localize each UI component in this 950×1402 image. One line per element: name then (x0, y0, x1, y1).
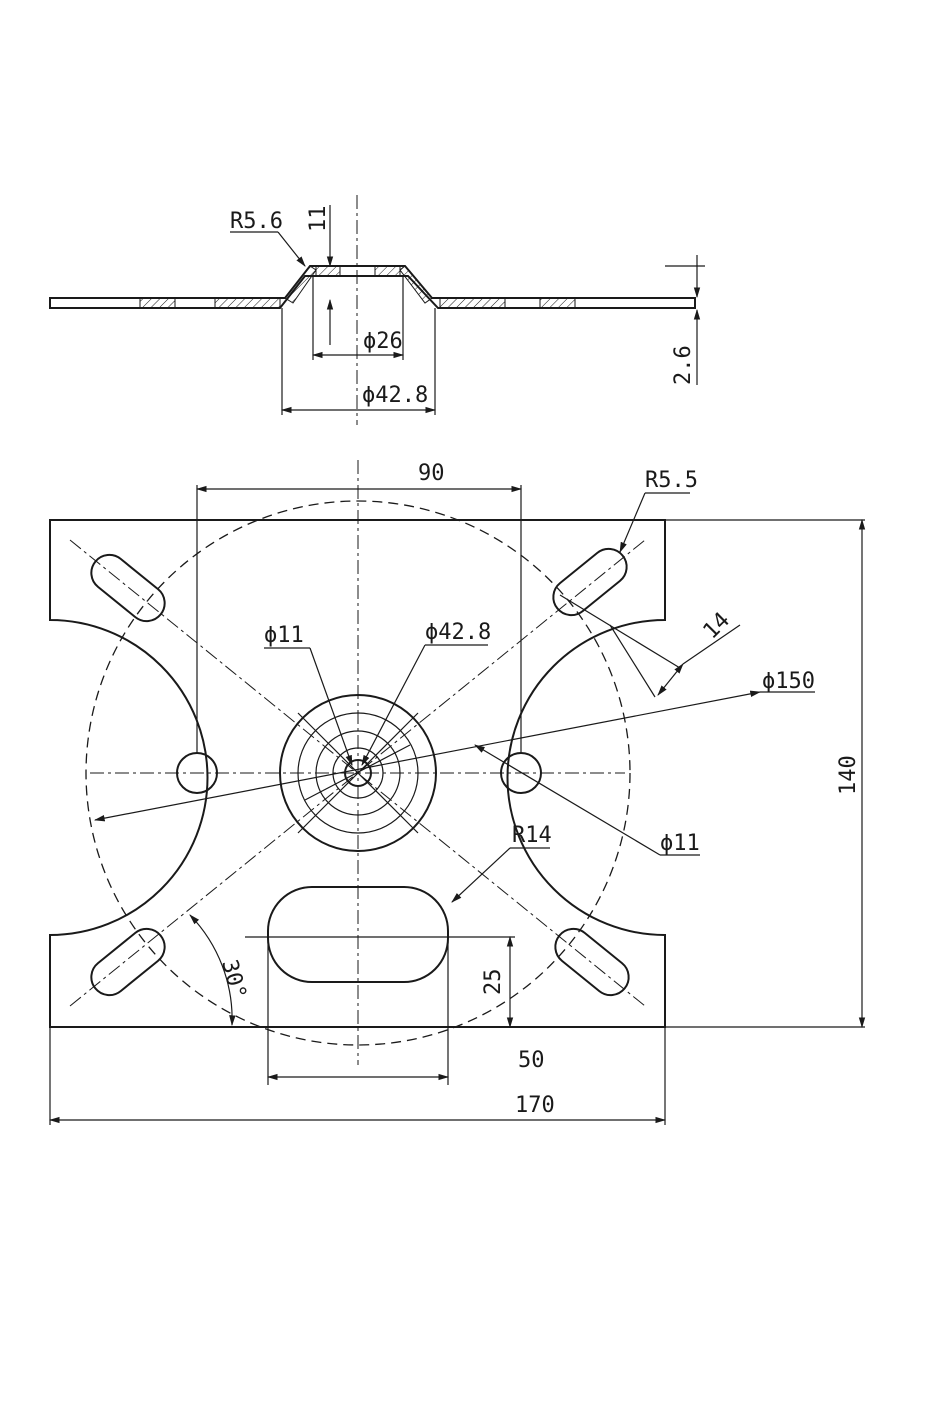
dim-cutout-radius: R14 (512, 823, 552, 848)
leader-boss-dia (362, 645, 425, 765)
extension-line (610, 625, 655, 697)
dim-hole-spacing: 90 (418, 461, 445, 486)
dim-width: 170 (515, 1093, 555, 1118)
dim-slot-radius: R5.5 (645, 468, 698, 493)
dim-radius: R5.6 (230, 209, 283, 234)
dim-angle: 30° (216, 957, 250, 1002)
dim-cutout-height: 25 (481, 969, 506, 996)
dim-inner-dia: ϕ26 (363, 329, 403, 354)
dim-outer-dia: ϕ42.8 (362, 383, 428, 408)
dim-center-hole: ϕ11 (264, 623, 304, 648)
hatch-segment (316, 266, 340, 276)
dim-bolt-circle: ϕ150 (762, 669, 815, 694)
dim-boss-dia: ϕ42.8 (425, 620, 491, 645)
hatch-segment (140, 298, 175, 308)
hatch-segment (440, 298, 505, 308)
plan-view: 90 R5.5 14 ϕ150 ϕ11 ϕ42.8 ϕ11 R14 3 (50, 460, 865, 1125)
slot-bottom-left (84, 922, 172, 1003)
hatch-segment (215, 298, 280, 308)
leader-side-hole (475, 745, 660, 855)
hatch-segment (285, 266, 316, 303)
dim-line-slot-width (658, 664, 683, 695)
leader-radius (278, 232, 305, 266)
dim-plate-height: 140 (836, 755, 861, 795)
hatch-segment (540, 298, 575, 308)
extension-line (560, 595, 680, 668)
hatch-segment (375, 266, 400, 276)
dim-slot-width: 14 (699, 608, 735, 644)
dim-side-hole: ϕ11 (660, 831, 700, 856)
dim-height: 11 (306, 206, 331, 233)
dim-cutout-width: 50 (518, 1048, 545, 1073)
hatch-segment (400, 266, 432, 303)
slot-top-right (546, 542, 634, 623)
section-view: ϕ26 ϕ42.8 11 R5.6 2.6 (50, 195, 705, 425)
dim-line-bolt-circle (95, 692, 760, 820)
slot-bottom-right (548, 922, 636, 1003)
dim-thickness: 2.6 (671, 345, 696, 385)
